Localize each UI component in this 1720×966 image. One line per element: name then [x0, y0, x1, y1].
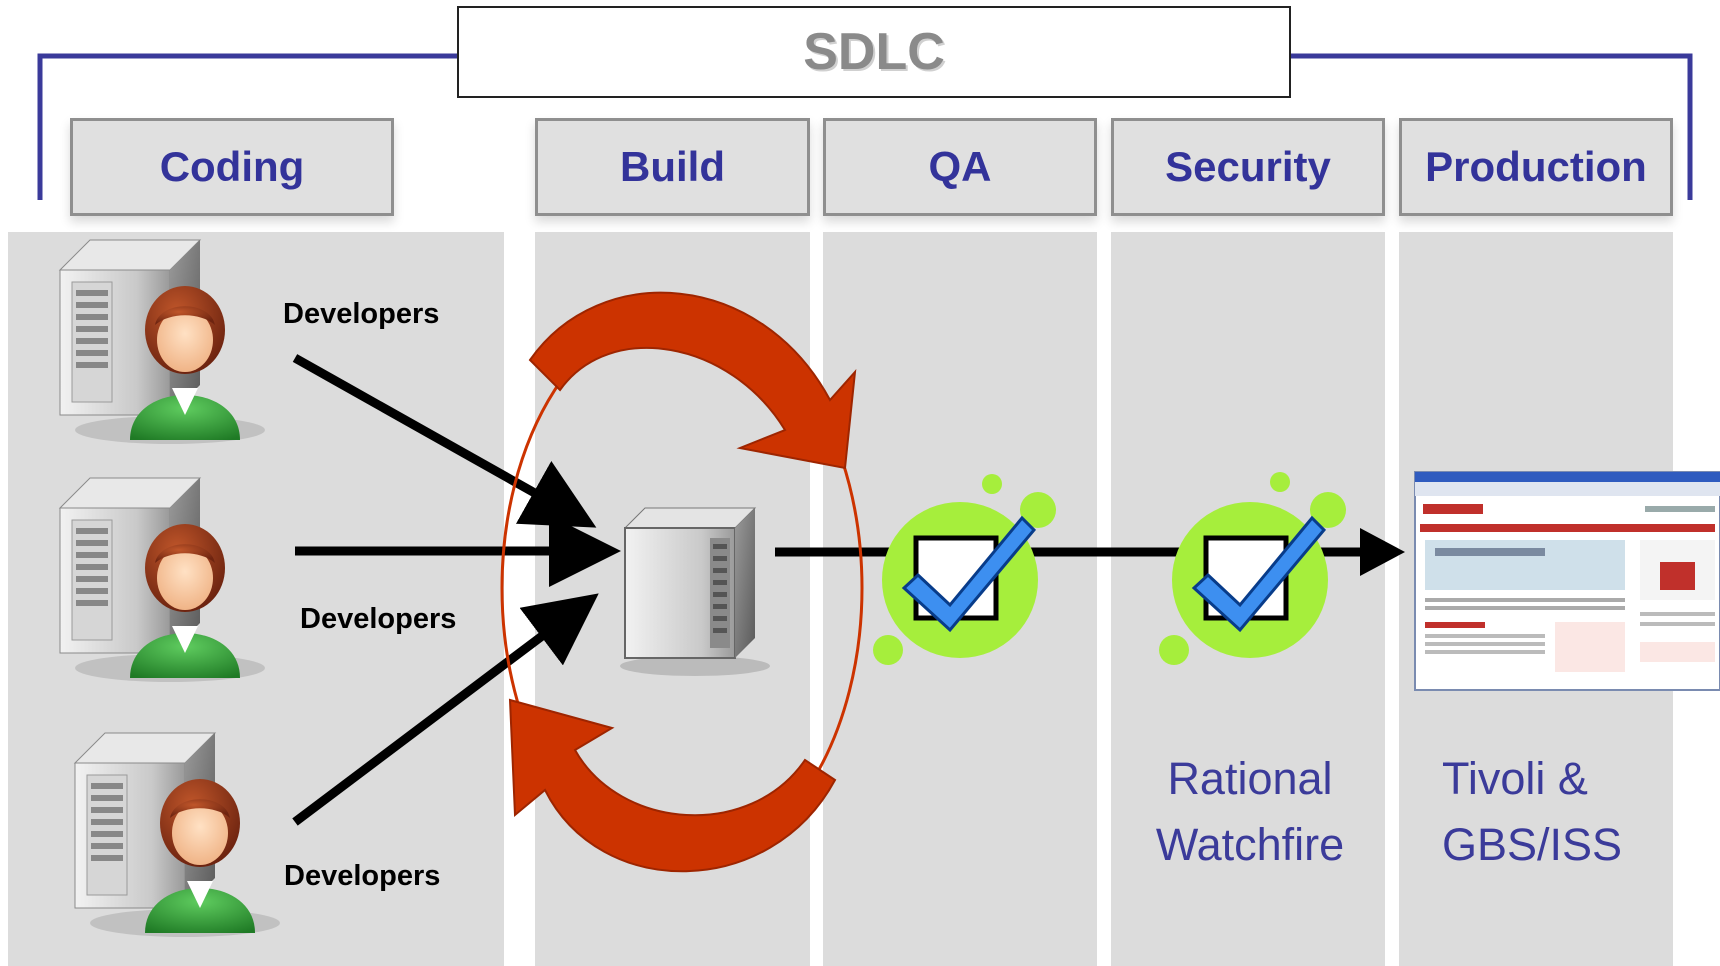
- website-screenshot-icon: [1414, 471, 1720, 691]
- stage-build: Build: [535, 118, 810, 216]
- developer-workstation-icon: [59, 239, 266, 445]
- stage-build-label: Build: [620, 143, 725, 190]
- production-tool-line1: Tivoli &: [1442, 753, 1588, 804]
- commit-arrow: [292, 354, 597, 528]
- build-server-icon: [620, 507, 770, 676]
- check-icon: [1159, 472, 1346, 665]
- stage-security-label: Security: [1165, 143, 1331, 190]
- production-tool-label: Tivoli & GBS/ISS: [1442, 746, 1682, 878]
- developer-label: Developers: [284, 860, 441, 892]
- sdlc-title-text: SDLC: [803, 23, 945, 81]
- stage-production: Production: [1399, 118, 1673, 216]
- developer-label: Developers: [283, 298, 440, 330]
- security-tool-line1: Rational: [1167, 753, 1333, 804]
- production-tool-line2: GBS/ISS: [1442, 819, 1623, 870]
- stage-qa: QA: [823, 118, 1097, 216]
- sdlc-title: SDLC: [457, 6, 1291, 98]
- pipeline-arrowhead: [1360, 528, 1405, 576]
- developer-workstation-icon: [74, 732, 281, 938]
- commit-arrow: [292, 593, 599, 826]
- cycle-arrow-icon: [500, 291, 864, 873]
- developer-workstation-icon: [59, 477, 266, 683]
- stage-qa-label: QA: [928, 143, 992, 190]
- security-tool-label: Rational Watchfire: [1130, 746, 1370, 878]
- check-icon: [873, 474, 1056, 665]
- security-tool-line2: Watchfire: [1155, 819, 1345, 870]
- stage-production-label: Production: [1425, 143, 1647, 190]
- developer-label: Developers: [300, 603, 457, 635]
- stage-coding: Coding: [70, 118, 394, 216]
- stage-coding-label: Coding: [159, 143, 305, 190]
- stage-security: Security: [1111, 118, 1385, 216]
